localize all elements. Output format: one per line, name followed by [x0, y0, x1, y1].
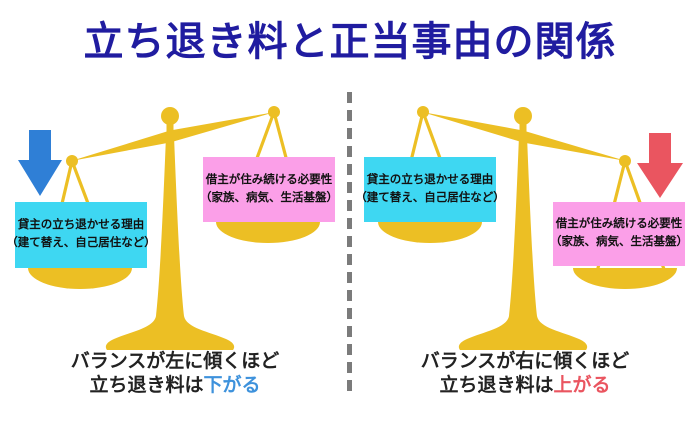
- pillar-neck: [166, 117, 174, 139]
- landlord-reason-line1: 貸主の立ち退かせる理由: [17, 219, 145, 232]
- pivot-dot: [66, 155, 78, 167]
- pillar-and-base: [105, 136, 235, 350]
- caption-right-line2-prefix: 立ち退き料は: [439, 375, 554, 396]
- tenant-necessity-box-right: 借主が住み続ける必要性 （家族、病気、生活基盤）: [550, 202, 688, 266]
- pillar-knob: [161, 107, 179, 125]
- tenant-necessity-line1: 借主が住み続ける必要性: [555, 218, 683, 231]
- caption-left-line1: バランスが左に傾くほど: [70, 351, 280, 372]
- landlord-reason-line2: （建て替え、自己居住など）: [355, 191, 505, 204]
- pan-bowl-right-high: [378, 222, 482, 243]
- pan-bowl-left-low: [28, 268, 132, 289]
- landlord-reason-line1: 貸主の立ち退かせる理由: [366, 173, 494, 186]
- pillar-knob: [514, 107, 532, 125]
- pan-bowl-left-high: [216, 222, 320, 243]
- balance-scale-right: [378, 106, 677, 350]
- caption-left-highlight: 下がる: [203, 375, 261, 396]
- pan-bowl-right-low: [573, 268, 677, 289]
- down-arrow-red-icon: [637, 133, 683, 198]
- landlord-reason-line2: （建て替え、自己居住など）: [6, 237, 156, 249]
- caption-left-line2: 立ち退き料は下がる: [0, 374, 350, 398]
- tenant-necessity-box-left: 借主が住み続ける必要性 （家族、病気、生活基盤）: [200, 157, 338, 222]
- tenant-necessity-line1: 借主が住み続ける必要性: [205, 173, 333, 186]
- pivot-dot: [417, 106, 429, 118]
- pillar-neck: [519, 117, 527, 139]
- tenant-necessity-line2: （家族、病気、生活基盤）: [200, 191, 338, 204]
- pillar-and-base: [458, 136, 588, 350]
- caption-right-line1: バランスが右に傾くほど: [420, 351, 630, 372]
- pivot-dot: [268, 106, 280, 118]
- caption-right: バランスが右に傾くほど 立ち退き料は上がる: [350, 350, 700, 398]
- page-title: 立ち退き料と正当事由の関係: [83, 20, 617, 64]
- down-arrow-blue-icon: [18, 130, 62, 196]
- caption-left-line2-prefix: 立ち退き料は: [89, 375, 204, 396]
- tenant-necessity-line2: （家族、病気、生活基盤）: [550, 236, 688, 248]
- pivot-dot: [619, 155, 631, 167]
- landlord-reason-box-left: 貸主の立ち退かせる理由 （建て替え、自己居住など）: [6, 202, 156, 268]
- landlord-reason-box-right: 貸主の立ち退かせる理由 （建て替え、自己居住など）: [355, 157, 505, 222]
- caption-left: バランスが左に傾くほど 立ち退き料は下がる: [0, 350, 350, 398]
- caption-right-highlight: 上がる: [553, 375, 611, 396]
- caption-right-line2: 立ち退き料は上がる: [350, 374, 700, 398]
- dashed-divider: [347, 92, 352, 398]
